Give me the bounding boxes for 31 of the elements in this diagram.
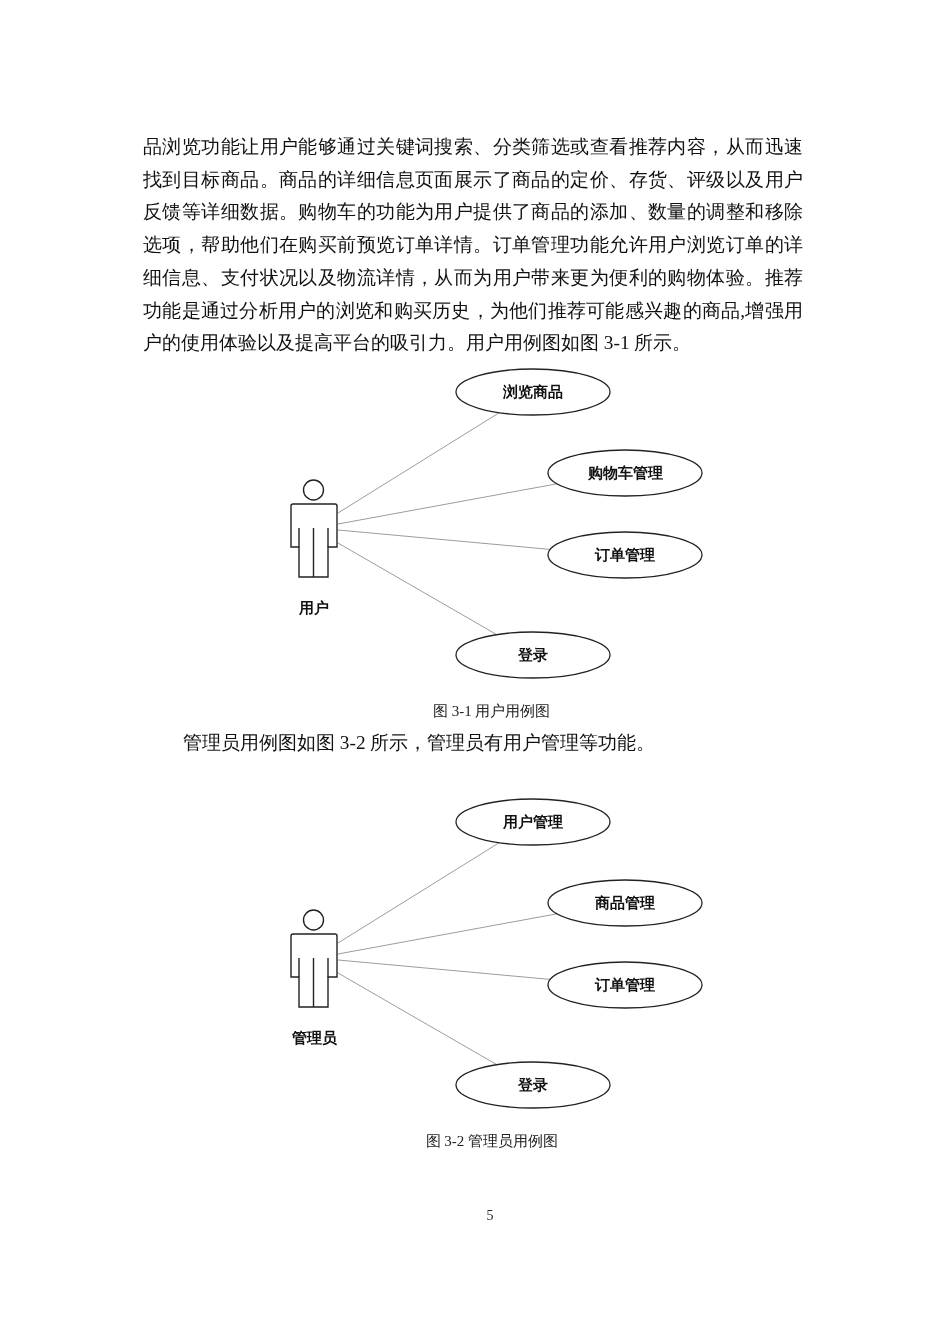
use-case-ellipse xyxy=(455,798,611,846)
association-line xyxy=(337,959,551,980)
use-case-label: 登录 xyxy=(518,646,548,664)
body-paragraph: 管理员用例图如图 3-2 所示，管理员有用户管理等功能。 xyxy=(183,731,656,755)
use-case-label: 用户管理 xyxy=(503,813,563,831)
figure-caption: 图 3-1 用户用例图 xyxy=(433,702,551,720)
use-case-ellipse xyxy=(455,368,611,416)
use-case-ellipse xyxy=(455,1061,611,1109)
association-line xyxy=(337,412,500,514)
association-line xyxy=(337,972,498,1066)
use-case-label: 购物车管理 xyxy=(587,464,663,482)
use-case-ellipse xyxy=(455,631,611,679)
page-number: 5 xyxy=(486,1207,494,1225)
use-case-ellipse xyxy=(547,531,703,579)
use-case-label: 订单管理 xyxy=(595,546,655,564)
use-case-label: 订单管理 xyxy=(595,976,655,994)
use-case-ellipse xyxy=(547,879,703,927)
use-case-label: 浏览商品 xyxy=(503,383,563,401)
association-line xyxy=(337,483,558,525)
use-case-ellipse xyxy=(547,449,703,497)
use-case-label: 商品管理 xyxy=(595,894,655,912)
association-line xyxy=(337,913,558,955)
association-line xyxy=(337,542,498,636)
association-line xyxy=(337,842,500,944)
use-case-label: 登录 xyxy=(518,1076,548,1094)
use-case-ellipse xyxy=(547,961,703,1009)
actor-label: 管理员 xyxy=(291,1029,337,1047)
figure-caption: 图 3-2 管理员用例图 xyxy=(425,1132,558,1150)
actor-label: 用户 xyxy=(299,599,329,617)
association-line xyxy=(337,529,551,550)
body-paragraph: 品浏览功能让用户能够通过关键词搜索、分类筛选或查看推荐内容，从而迅速找到目标商品。商品的详细信息页面展示了商品的定价、存货、评级以及用户反馈等详细数据。购物车的功能为用户提供了商品的添加、数量的调整和移除选项，帮助他们在购买前预览订单详情。订单管理功能允许用户浏览订单的详细信息、支付状况以及物流详情，从而为用户带来更为便利的购物体验。推荐功能是通过分析用户的浏览和购买历史，为他们推荐可能感兴趣的商品,增强用户的使用体验以及提高平台的吸引力。用户用例图如图 3-1 所示。 xyxy=(143,135,803,356)
